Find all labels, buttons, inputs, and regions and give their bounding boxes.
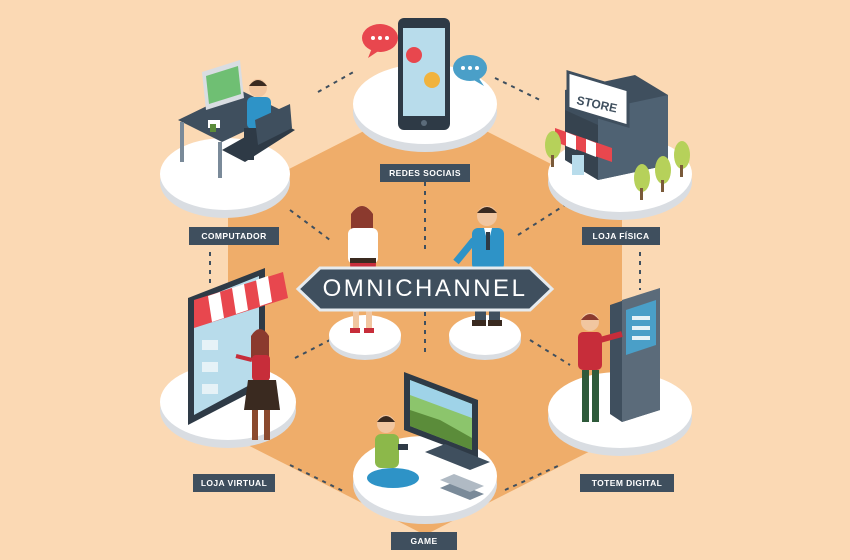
- person-totem-digital: [578, 313, 623, 422]
- kiosk-icon: [610, 288, 660, 422]
- omnichannel-title: OMNICHANNEL: [322, 275, 528, 302]
- label-loja-virtual: LOJA VIRTUAL: [193, 474, 275, 492]
- person-loja-virtual: [235, 329, 280, 440]
- label-loja-fisica: LOJA FÍSICA: [582, 227, 660, 245]
- connector-lines: [209, 69, 641, 493]
- label-redes-sociais: REDES SOCIAIS: [380, 164, 470, 182]
- store-icon: STORE: [555, 69, 668, 180]
- platform-woman: [329, 315, 401, 360]
- platform-man: [449, 315, 521, 360]
- trees: [545, 131, 690, 200]
- speech-bubble-icon: [362, 24, 487, 86]
- label-computador: COMPUTADOR: [189, 227, 279, 245]
- label-totem-digital: TOTEM DIGITAL: [580, 474, 674, 492]
- person-game: [367, 415, 419, 488]
- tv-game-icon: [404, 372, 490, 500]
- label-game: GAME: [391, 532, 457, 550]
- omnichannel-banner: [295, 266, 555, 312]
- person-computer: [222, 79, 295, 162]
- center-hexagon: [228, 100, 622, 535]
- platform-computador: [160, 138, 290, 218]
- tablet-icon: [188, 268, 288, 425]
- smartphone-icon: [398, 18, 450, 130]
